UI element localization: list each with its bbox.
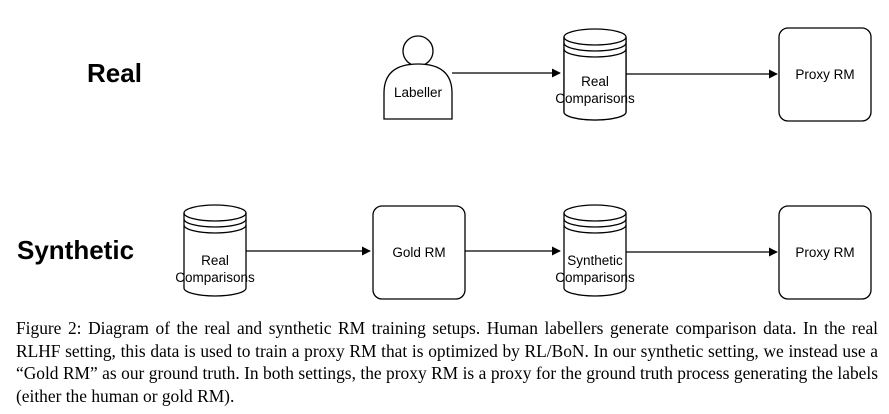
synthetic-row-comparisons-label-line2: Comparisons — [175, 270, 255, 285]
synthetic-comparisons-label: Synthetic Comparisons — [552, 252, 638, 286]
figure-caption: Figure 2: Diagram of the real and synthe… — [16, 318, 878, 406]
diagram-canvas — [183, 27, 872, 300]
synthetic-row-comparisons-label: Real Comparisons — [172, 252, 258, 286]
proxy-rm-label-real: Proxy RM — [795, 67, 855, 82]
real-comparisons-database — [563, 28, 627, 121]
gold-rm-label: Gold RM — [392, 245, 446, 260]
synthetic-comparisons-database — [563, 204, 627, 297]
diagram: Real Synthetic Labeller Real Comparisons… — [17, 27, 872, 300]
real-comparisons-label-line1: Real — [581, 74, 609, 89]
real-comparisons-label: Real Comparisons — [552, 73, 638, 107]
proxy-rm-label-synthetic: Proxy RM — [795, 245, 855, 260]
proxy-rm-box-real — [778, 27, 872, 122]
synthetic-row-comparisons-label-line1: Real — [201, 253, 229, 268]
labeller-person-icon — [383, 35, 453, 120]
row-title-synthetic: Synthetic — [17, 235, 135, 265]
synthetic-comparisons-label-line1: Synthetic — [567, 253, 623, 268]
labeller-label: Labeller — [393, 85, 443, 100]
real-comparisons-label-line2: Comparisons — [555, 91, 635, 106]
row-title-real: Real — [87, 58, 142, 88]
proxy-rm-box-synthetic — [778, 205, 872, 300]
gold-rm-box — [372, 205, 466, 300]
synthetic-comparisons-label-line2: Comparisons — [555, 270, 635, 285]
